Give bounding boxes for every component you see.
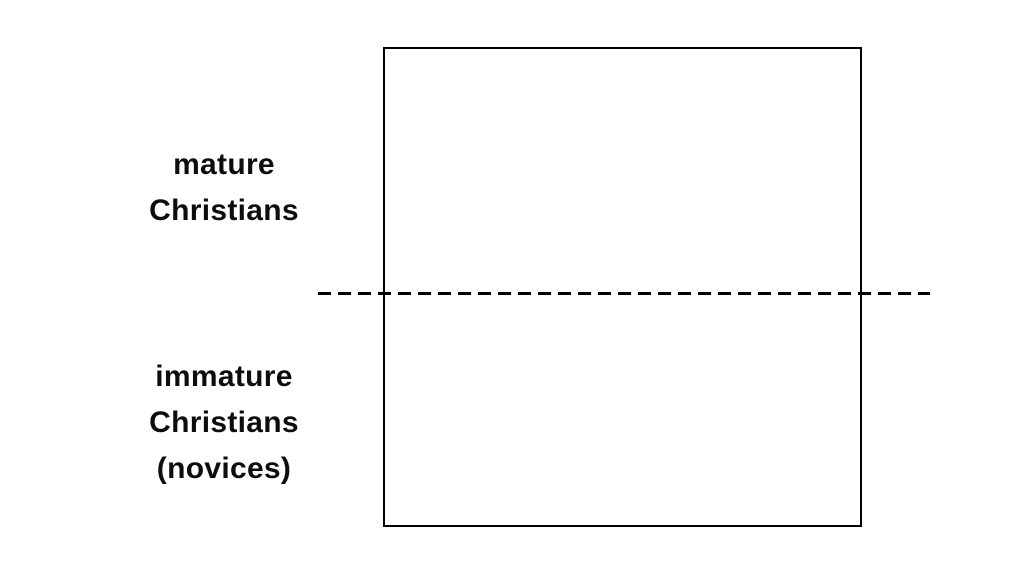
immature-christians-label: immature Christians (novices)	[98, 354, 350, 492]
dashed-divider-line	[318, 292, 930, 295]
label-line: immature	[155, 360, 293, 393]
label-line: Christians	[149, 194, 299, 227]
label-line: Christians	[149, 406, 299, 439]
label-line: mature	[173, 148, 275, 181]
label-line: (novices)	[156, 452, 292, 485]
diagram-rectangle	[383, 47, 862, 527]
mature-christians-label: mature Christians	[98, 142, 350, 234]
